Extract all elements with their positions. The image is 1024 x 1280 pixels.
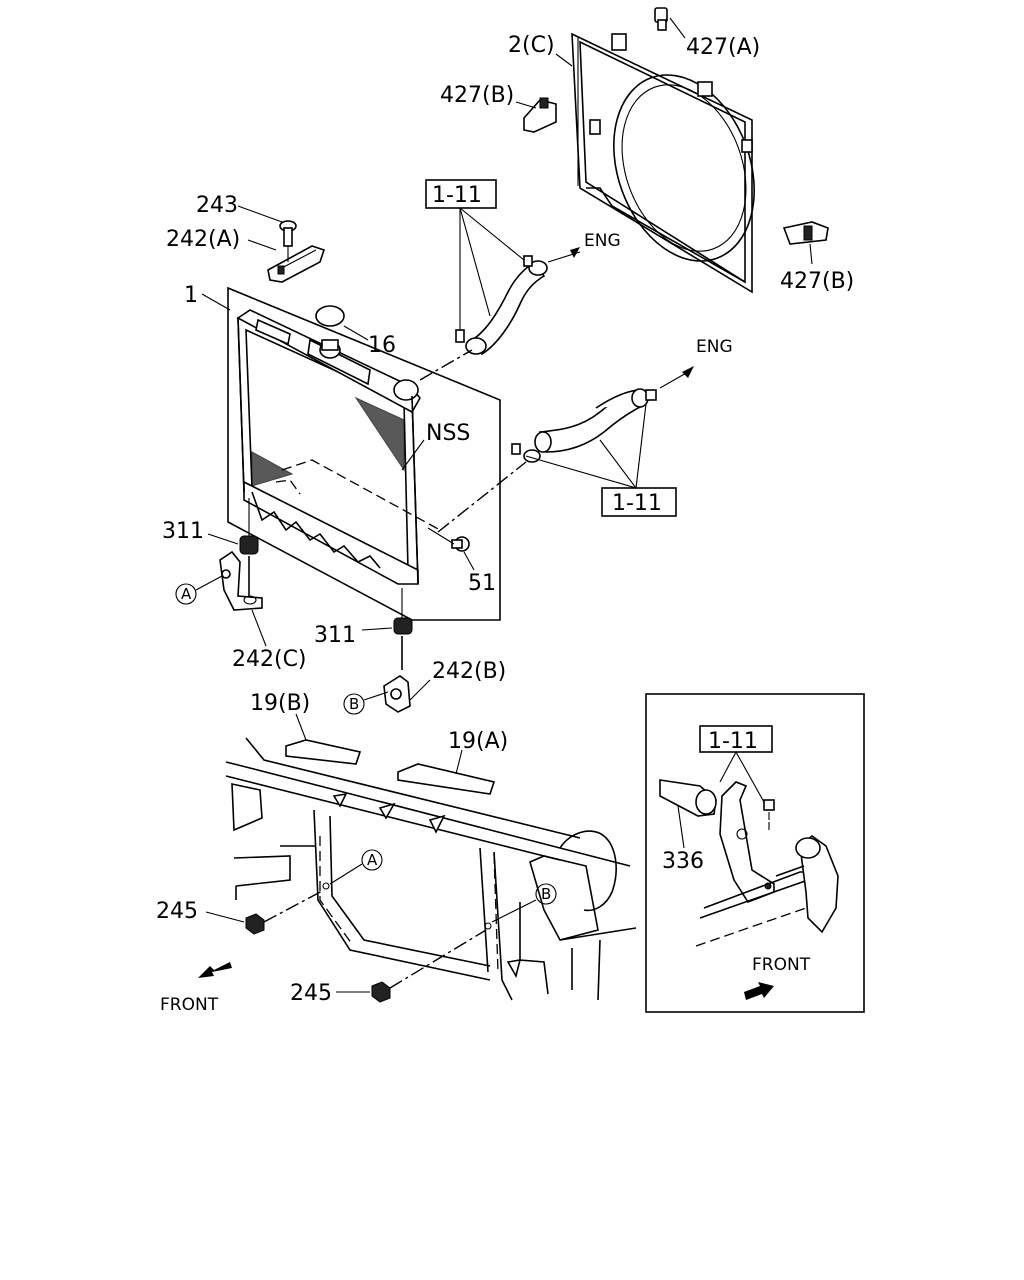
label-seal-19b: 19(B) <box>250 691 310 716</box>
label-shroud: 2(C) <box>508 33 555 58</box>
lower-hose <box>437 366 694 533</box>
label-cap: 16 <box>368 333 396 358</box>
label-ref-upper-hose: 1-11 <box>432 183 482 208</box>
label-clip-427b-top: 427(B) <box>440 83 514 108</box>
label-radiator: 1 <box>184 283 198 308</box>
mount-311-right <box>361 588 413 670</box>
label-front-left: FRONT <box>160 995 219 1015</box>
mount-311-left <box>207 498 259 600</box>
label-clip-427b-right: 427(B) <box>780 269 854 294</box>
ref-box-inset <box>699 725 773 753</box>
front-arrow-left <box>198 962 232 978</box>
seal-19a <box>397 749 496 795</box>
label-nut-245-left: 245 <box>156 899 198 924</box>
nut-245-left <box>205 889 325 935</box>
label-circle-a-left: A <box>181 585 192 603</box>
label-clip-427a: 427(A) <box>686 35 760 60</box>
bolt-51 <box>427 527 475 571</box>
label-inset-part: 336 <box>662 849 704 874</box>
label-eng-lower: ENG <box>696 337 733 357</box>
label-nut-245-bottom: 245 <box>290 981 332 1006</box>
bracket-242a <box>267 245 326 283</box>
label-inset-ref: 1-11 <box>708 729 758 754</box>
callout-b-left <box>343 691 389 715</box>
label-circle-b-frame: B <box>541 885 551 903</box>
ref-box-lower <box>601 487 677 517</box>
label-mount-311-right: 311 <box>314 623 356 648</box>
seal-19b <box>285 713 362 765</box>
callout-a-left <box>175 575 223 605</box>
label-nss: NSS <box>426 421 470 446</box>
nut-245-bottom <box>336 929 487 1003</box>
label-eng-upper: ENG <box>584 231 621 251</box>
ref-box-upper <box>425 179 497 209</box>
label-seal-19a: 19(A) <box>448 729 508 754</box>
callout-a-frame <box>329 849 383 885</box>
fan-shroud <box>571 32 755 294</box>
clip-427b-top <box>515 97 557 133</box>
clip-427a <box>654 7 686 39</box>
label-bolt-243: 243 <box>196 193 238 218</box>
radiator-support-frame <box>225 737 637 1001</box>
bracket-242c <box>219 550 267 647</box>
label-bracket-242b: 242(B) <box>432 659 506 684</box>
radiator-assembly <box>227 286 501 621</box>
bolt-243 <box>279 220 297 262</box>
label-ref-lower-hose: 1-11 <box>612 491 662 516</box>
label-bracket-242a: 242(A) <box>166 227 240 252</box>
radiator-cap <box>315 305 345 327</box>
label-bolt-51: 51 <box>468 571 496 596</box>
inset-detail <box>645 693 865 1013</box>
label-front-inset: FRONT <box>752 955 811 975</box>
clip-427b-right <box>782 221 829 265</box>
callout-b-frame <box>491 883 557 923</box>
label-circle-a-frame: A <box>367 851 378 869</box>
label-bracket-242c: 242(C) <box>232 647 307 672</box>
upper-hose <box>419 247 581 381</box>
label-mount-311-left: 311 <box>162 519 204 544</box>
label-circle-b-left: B <box>349 695 359 713</box>
bracket-242b <box>383 675 431 713</box>
